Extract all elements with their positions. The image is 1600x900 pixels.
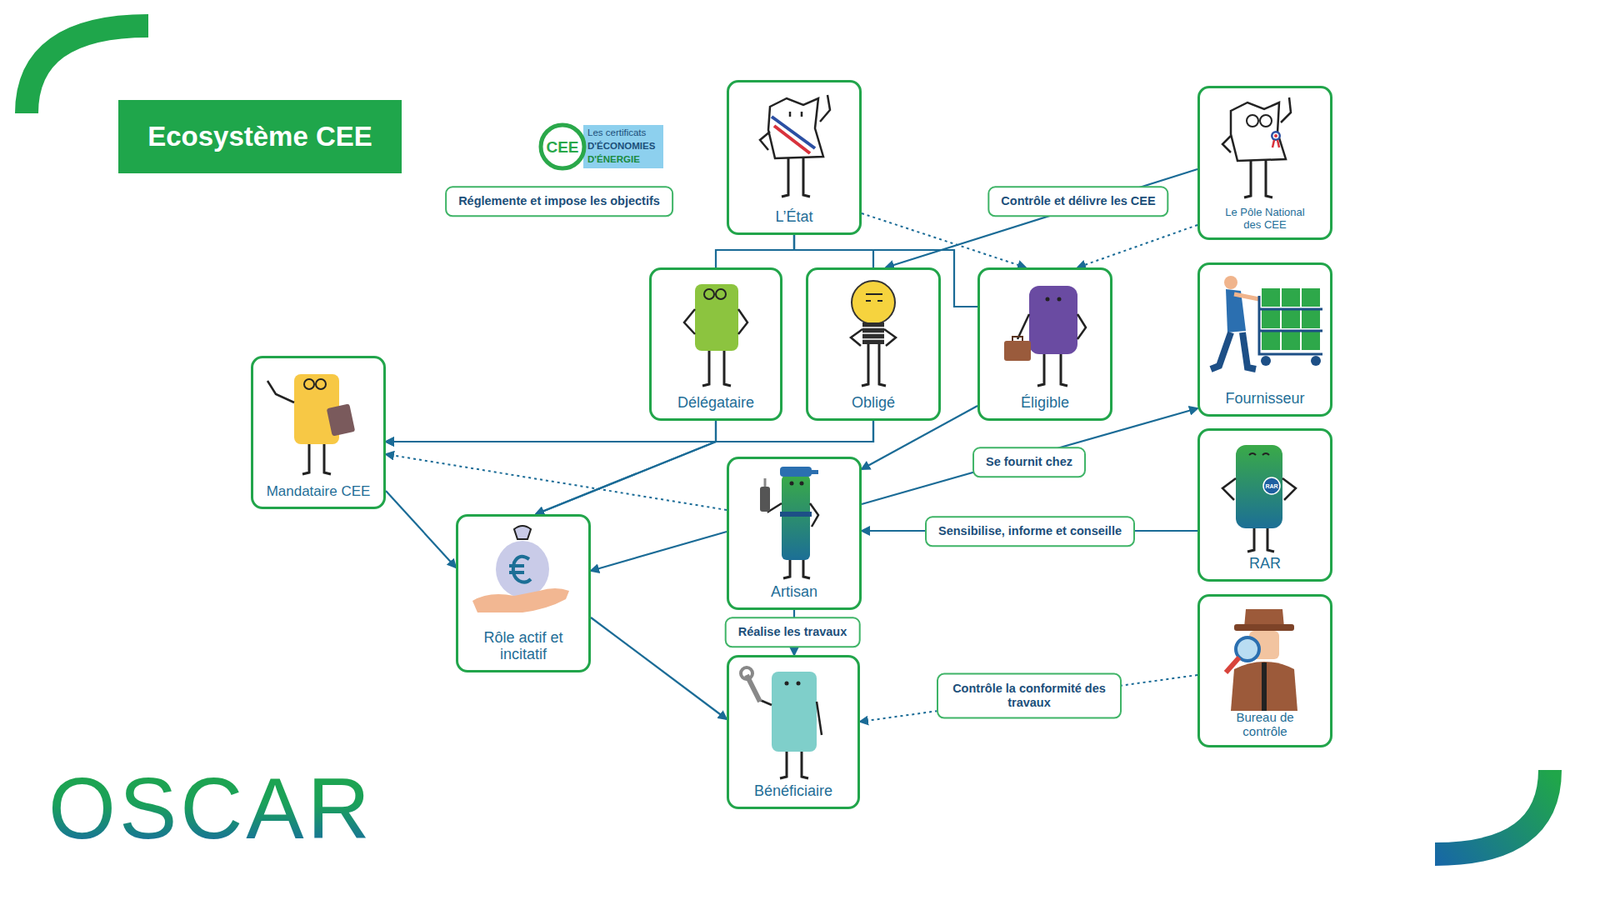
connector [535, 420, 716, 515]
pole-national-figure [1222, 97, 1291, 198]
node-label: RAR [1249, 555, 1281, 573]
logo-text: CEE [545, 139, 579, 155]
character-box: Bénéficiaire [726, 655, 860, 810]
connector [385, 490, 456, 568]
connector [794, 235, 874, 268]
bureau-controle-figure [1225, 609, 1298, 711]
node-label: Éligible [1020, 395, 1070, 412]
connector [861, 405, 978, 470]
connector [385, 420, 874, 442]
mandataire-figure [267, 374, 355, 475]
artisan-figure [760, 466, 819, 579]
connector [861, 408, 1198, 505]
character-box: Rôle actif et incitatif [455, 514, 591, 673]
connector [590, 531, 727, 571]
role-actif-figure [472, 525, 570, 613]
node-label: L’État [775, 209, 813, 226]
node-label: Bénéficiaire [754, 783, 833, 800]
edge-label: Sensibilise, informe et conseille [925, 515, 1135, 547]
etat-figure [760, 95, 830, 197]
node-label: Rôle actif et incitatif [476, 630, 570, 664]
edge-label: Se fournit chez [972, 446, 1086, 478]
badge-text: RAR [1265, 483, 1278, 490]
node-label: Délégataire [677, 395, 755, 412]
rar-figure [1222, 445, 1296, 552]
connector [794, 235, 978, 307]
dotted-connector [861, 213, 1026, 268]
character-box: Fournisseur [1197, 262, 1333, 417]
note-callout: Réglemente et impose les objectifs [445, 185, 674, 217]
oblige-figure [850, 280, 896, 386]
title-band: Ecosystème CEE [118, 100, 402, 174]
character-box: Artisan [726, 456, 862, 610]
dotted-connector [385, 454, 727, 510]
logo-text: D'ÉCONOMIES [587, 141, 655, 152]
beneficiaire-figure [740, 667, 822, 779]
edge-label: Contrôle et délivre les CEE [987, 185, 1169, 217]
node-label: Bureau de contrôle [1226, 710, 1304, 739]
character-box: Obligé [805, 267, 941, 421]
delegataire-figure [684, 284, 748, 386]
character-box: L’État [726, 80, 862, 235]
character-box: Éligible [977, 267, 1113, 421]
eligible-figure [1004, 285, 1086, 386]
fournisseur-figure [1210, 275, 1323, 370]
connector [590, 617, 727, 720]
connector [885, 169, 1198, 268]
node-label: Mandataire CEE [266, 484, 371, 500]
connector [715, 235, 795, 268]
brand-logo: OSCAR [48, 765, 374, 852]
logo-text: D'ÉNERGIE [587, 155, 640, 165]
character-box: RAR [1197, 428, 1333, 582]
corner-arc [1435, 770, 1550, 855]
connector [385, 420, 716, 442]
character-box: Délégataire [649, 267, 783, 421]
character-box: Bureau de contrôle [1197, 594, 1333, 748]
edge-label: Contrôle la conformité des travaux [936, 673, 1122, 720]
connector [535, 420, 874, 515]
cee-logo [540, 125, 664, 169]
node-label: Obligé [851, 395, 895, 412]
node-label: Le Pôle National des CEE [1215, 206, 1315, 231]
node-label: Fournisseur [1225, 390, 1305, 408]
logo-text: Les certificats [587, 128, 646, 139]
character-box: Le Pôle National des CEE [1197, 85, 1333, 240]
dotted-connector [1077, 225, 1198, 268]
node-label: Artisan [770, 584, 818, 601]
character-box: Mandataire CEE [250, 355, 386, 510]
edge-label: Réalise les travaux [725, 616, 861, 648]
